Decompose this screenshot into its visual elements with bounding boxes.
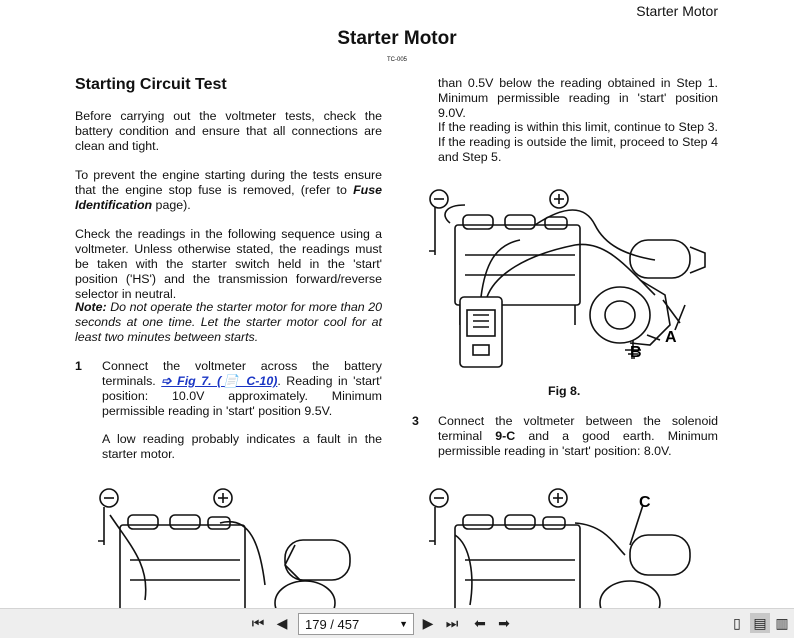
next-page-icon[interactable]: ▶ xyxy=(422,614,434,631)
fig7-link[interactable]: ➩ Fig 7. (📄 C-10) xyxy=(161,374,278,388)
previous-page-icon[interactable]: ◀ xyxy=(276,614,288,631)
page-title: Starter Motor xyxy=(337,28,457,49)
step-number: 3 xyxy=(412,414,419,428)
label-c: C xyxy=(639,494,651,511)
go-forward-icon[interactable]: ➡ xyxy=(498,614,510,631)
fig8-caption: Fig 8. xyxy=(548,384,581,398)
page-code: TC-005 xyxy=(386,57,407,63)
fig8-wiring-diagram: A B xyxy=(429,189,706,368)
step1-text: Connect the voltmeter across the battery… xyxy=(102,359,382,418)
label-a: A xyxy=(665,329,677,346)
page-number-select[interactable]: 179 / 457▼ xyxy=(298,613,414,635)
note-paragraph: Note: Do not operate the starter motor f… xyxy=(75,300,382,344)
facing-pages-view-icon[interactable]: ▥ xyxy=(775,614,789,631)
section-heading: Starting Circuit Test xyxy=(75,76,227,93)
section-header: Starter Motor xyxy=(636,3,718,19)
pdf-viewer-toolbar: ⏮ ◀ 179 / 457▼ ▶ ⏭ ⬅ ➡ ▯ ▤ ▥ xyxy=(0,608,794,638)
step2-continuation: than 0.5V below the reading obtained in … xyxy=(438,76,718,120)
label-b: B xyxy=(630,344,642,361)
step-number: 1 xyxy=(75,359,82,373)
first-page-icon[interactable]: ⏮ xyxy=(251,614,265,631)
fuse-paragraph: To prevent the engine starting during th… xyxy=(75,168,382,212)
step1-note: A low reading probably indicates a fault… xyxy=(102,432,382,461)
sequence-paragraph: Check the readings in the following sequ… xyxy=(75,227,382,301)
go-back-icon[interactable]: ⬅ xyxy=(474,614,486,631)
single-page-view-icon[interactable]: ▯ xyxy=(733,614,741,631)
document-page: Starter Motor Starter Motor TC-005 Start… xyxy=(75,3,718,608)
step3-text: Connect the voltmeter between the soleno… xyxy=(438,414,718,458)
fig7-wiring-diagram xyxy=(98,488,351,608)
chevron-down-icon: ▼ xyxy=(399,619,408,629)
intro-paragraph: Before carrying out the voltmeter tests,… xyxy=(75,109,382,153)
fuse-link: Fuse Identification xyxy=(75,183,382,212)
continuous-view-icon[interactable]: ▤ xyxy=(750,613,770,633)
step2-decision: If the reading is within this limit, con… xyxy=(438,120,718,164)
fig9-wiring-diagram: C xyxy=(429,488,691,608)
last-page-icon[interactable]: ⏭ xyxy=(445,614,459,631)
